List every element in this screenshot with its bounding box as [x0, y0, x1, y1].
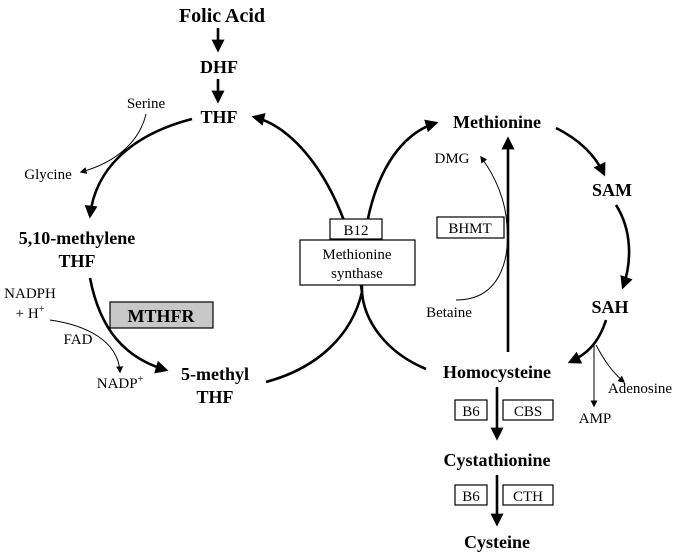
sah-label: SAH — [591, 297, 628, 317]
dhf-label: DHF — [200, 57, 238, 77]
cysteine-label: Cysteine — [464, 532, 530, 552]
cbs-enzyme-box — [502, 399, 554, 421]
adenosine-label: Adenosine — [608, 381, 672, 397]
bhmt-enzyme-label: BHMT — [448, 221, 491, 237]
methylene-thf-label-line1: 5,10-methylene — [19, 228, 135, 248]
b6-second-label: B6 — [462, 489, 480, 505]
cth-enzyme-box — [502, 484, 554, 506]
methionine-synthase-label-line2: synthase — [331, 266, 383, 282]
glycine-label: Glycine — [24, 167, 72, 183]
cystathionine-label: Cystathionine — [443, 450, 550, 470]
methionine-synthase-label-line1: Methionine — [322, 247, 391, 263]
folate-cycle-arc-methyl-to-synthase — [265, 291, 364, 384]
folate-cycle-arc-methylene-to-methyl — [88, 277, 169, 374]
methyl-thf-label-line2: THF — [196, 387, 233, 407]
methionine-synthase-box — [299, 239, 416, 286]
b6-first-label: B6 — [462, 404, 480, 420]
betaine-label: Betaine — [426, 305, 472, 321]
sah-to-homocysteine-arrow — [567, 319, 608, 364]
amp-label: AMP — [579, 411, 612, 427]
folic-acid-label: Folic Acid — [179, 5, 265, 27]
methionine-label: Methionine — [453, 112, 541, 132]
sam-to-sah-arrow — [614, 204, 633, 290]
b6-second-box — [454, 484, 488, 506]
betaine-to-dmg-arrow — [455, 155, 508, 301]
sah-to-adenosine-arrow — [595, 344, 626, 383]
dmg-label: DMG — [434, 151, 469, 167]
nadph-label: NADPH — [4, 286, 56, 302]
serine-to-glycine-arrow — [79, 113, 147, 174]
methionine-cycle-arc-homocysteine-to-synthase — [360, 291, 427, 371]
homocysteine-label: Homocysteine — [443, 362, 551, 382]
methionine-to-sam-arrow — [555, 126, 606, 177]
nadph-to-nadp-arrow — [49, 319, 124, 374]
b12-cofactor-box — [329, 218, 383, 240]
thf-label: THF — [200, 107, 237, 127]
cbs-enzyme-label: CBS — [514, 404, 542, 420]
bhmt-enzyme-box — [436, 216, 505, 239]
sam-label: SAM — [592, 180, 632, 200]
methyl-thf-label-line1: 5-methyl — [181, 364, 249, 384]
cth-enzyme-label: CTH — [513, 489, 543, 505]
serine-label: Serine — [127, 96, 166, 112]
mthfr-enzyme-box — [109, 301, 214, 329]
mthfr-enzyme-label: MTHFR — [128, 306, 196, 326]
methylene-thf-label-line2: THF — [58, 251, 95, 271]
h-plus-label: + H+ — [16, 304, 45, 322]
fad-label: FAD — [64, 332, 93, 348]
b12-cofactor-label: B12 — [343, 223, 368, 239]
folate-cycle-arc-thf-to-methylene — [84, 117, 193, 219]
b6-first-box — [454, 399, 488, 421]
nadp-plus-label: NADP+ — [97, 374, 144, 392]
